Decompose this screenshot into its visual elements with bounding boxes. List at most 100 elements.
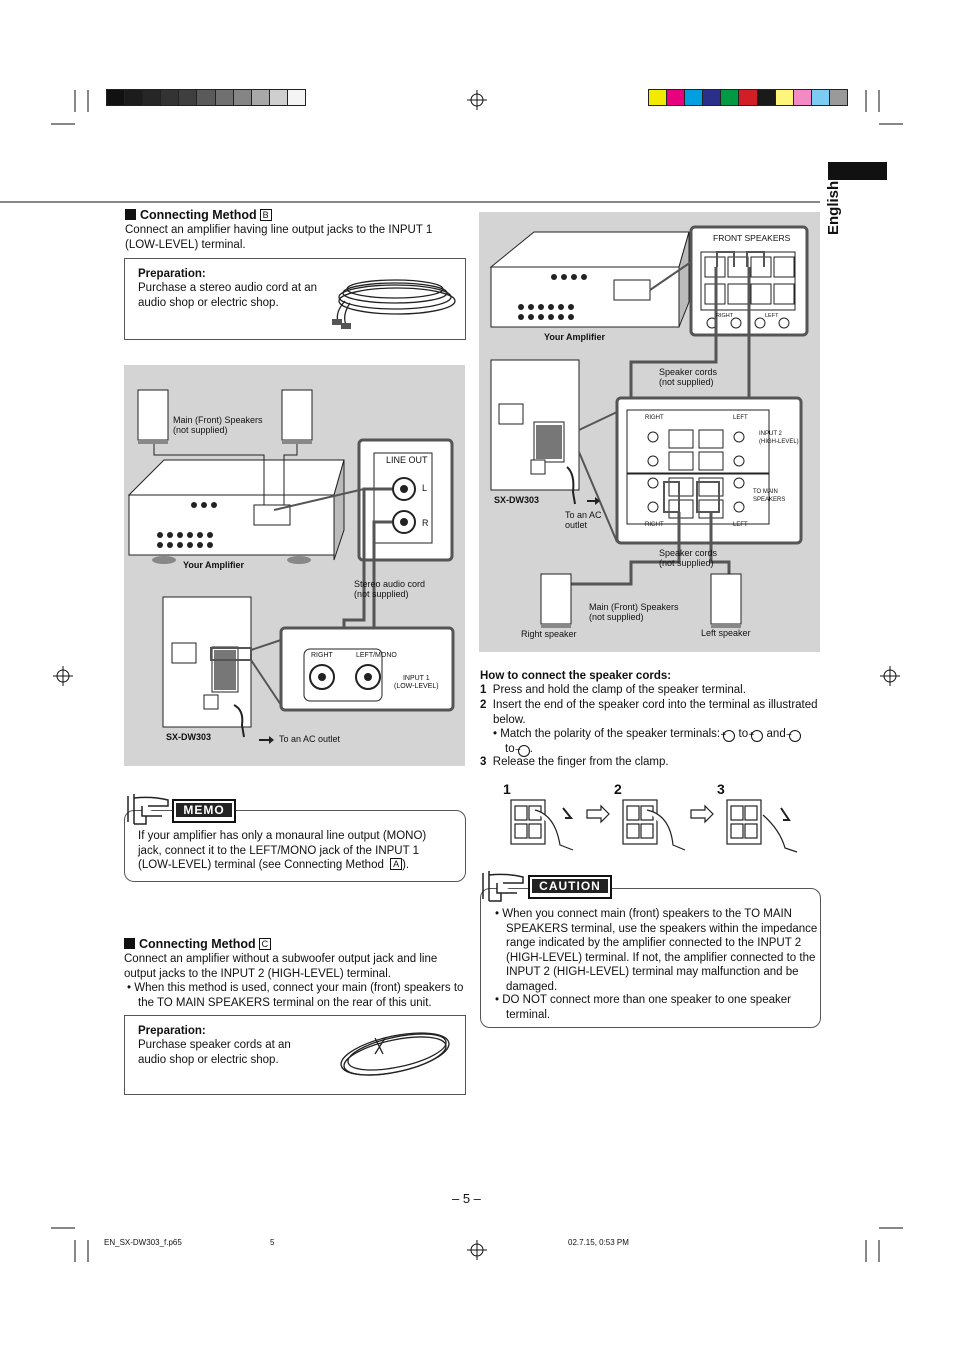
caution-label: CAUTION xyxy=(528,875,612,899)
method-c-letter: C xyxy=(258,938,272,950)
line-out-label: LINE OUT xyxy=(386,455,428,465)
color-swatch xyxy=(738,89,758,106)
method-b-diagram-art xyxy=(127,389,455,744)
how-to-title: How to connect the speaker cords: xyxy=(480,670,672,682)
stereo-cord-label: Stereo audio cord(not supplied) xyxy=(354,579,426,599)
figure-num-1: 1 xyxy=(503,781,511,797)
prep-title: Preparation: xyxy=(138,268,206,280)
color-swatch xyxy=(792,89,812,106)
color-swatch xyxy=(124,89,144,106)
line-out-r-label: R xyxy=(422,518,429,528)
caution-box: • When you connect main (front) speakers… xyxy=(480,888,821,1028)
how-to-step-3: 3 Release the finger from the clamp. xyxy=(480,756,669,768)
heading-square-icon xyxy=(125,209,136,220)
how-to-step-1: 1 Press and hold the clamp of the speake… xyxy=(480,684,746,696)
color-swatch xyxy=(142,89,162,106)
input1-label: INPUT 1(LOW-LEVEL) xyxy=(394,675,439,690)
color-swatch xyxy=(286,89,307,106)
terminal-steps-illustration xyxy=(510,799,798,853)
main-right-label: RIGHT xyxy=(645,522,664,528)
front-speakers-label: FRONT SPEAKERS xyxy=(713,233,791,243)
memo-text: If your amplifier has only a monaural li… xyxy=(138,830,427,871)
color-swatch xyxy=(178,89,198,106)
stereo-cord-icon xyxy=(332,279,456,329)
gray-swatch-bar xyxy=(106,89,307,106)
language-tab-bar xyxy=(828,162,887,180)
heading-square-icon xyxy=(124,938,135,949)
method-b-title: Connecting Method xyxy=(140,208,257,222)
method-b-intro: Connect an amplifier having line output … xyxy=(125,224,433,251)
color-swatch xyxy=(648,89,668,106)
color-swatch xyxy=(756,89,776,106)
figure-num-3: 3 xyxy=(717,781,725,797)
prep-text: Purchase speaker cords at an audio shop … xyxy=(138,1039,291,1066)
footer-timestamp: 02.7.15, 0:53 PM xyxy=(568,1238,629,1247)
input1-left-mono-label: LEFT/MONO xyxy=(356,652,397,659)
method-c-diagram: FRONT SPEAKERS RIGHT LEFT Your Amplifier… xyxy=(479,212,820,652)
page-number: – 5 – xyxy=(452,1191,481,1206)
plus-icon: + xyxy=(720,730,736,742)
color-swatch xyxy=(268,89,288,106)
model-label: SX-DW303 xyxy=(166,732,212,742)
speakers-label: Main (Front) Speakers(not supplied) xyxy=(173,415,263,435)
speaker-cords-label-top: Speaker cords(not supplied) xyxy=(659,367,718,387)
plus-icon: + xyxy=(748,730,764,742)
caution-bullet-2: • DO NOT connect more than one speaker t… xyxy=(495,994,791,1021)
color-swatch xyxy=(702,89,722,106)
method-c-diagram-art xyxy=(489,225,809,628)
memo-hand-icon xyxy=(127,794,169,825)
right-speaker-label: Right speaker xyxy=(521,629,577,639)
footer-file: EN_SX-DW303_f.p65 xyxy=(104,1238,182,1247)
caution-hand-icon xyxy=(482,871,524,902)
method-c-title: Connecting Method xyxy=(139,937,256,951)
color-swatch xyxy=(250,89,270,106)
caution-bullet-1: • When you connect main (front) speakers… xyxy=(495,908,818,993)
how-to-polarity: • Match the polarity of the speaker term… xyxy=(493,727,835,757)
model-label: SX-DW303 xyxy=(494,495,540,505)
footer-page: 5 xyxy=(270,1238,275,1247)
your-amplifier-label: Your Amplifier xyxy=(544,332,606,342)
input1-right-label: RIGHT xyxy=(311,652,333,659)
prep-text: Purchase a stereo audio cord at an audio… xyxy=(138,282,318,309)
color-swatch xyxy=(214,89,234,106)
speaker-cord-icon xyxy=(340,1032,450,1076)
language-tab-label: English xyxy=(825,180,842,235)
color-swatch xyxy=(232,89,252,106)
color-swatch xyxy=(810,89,830,106)
main-speakers-label: Main (Front) Speakers(not supplied) xyxy=(589,602,679,622)
method-c-bullet: • When this method is used, connect your… xyxy=(127,982,464,1009)
method-b-letter: B xyxy=(259,209,272,221)
color-swatch xyxy=(720,89,740,106)
color-swatch xyxy=(196,89,216,106)
color-swatch xyxy=(106,89,126,106)
front-right-label: RIGHT xyxy=(716,313,734,319)
method-b-diagram: Main (Front) Speakers(not supplied) LINE… xyxy=(124,365,465,766)
ac-outlet-label: To an AC outlet xyxy=(279,734,341,744)
method-b-preparation-box: Preparation: Purchase a stereo audio cor… xyxy=(124,258,466,340)
minus-icon: − xyxy=(786,730,801,742)
front-left-label: LEFT xyxy=(765,313,779,319)
memo-box: If your amplifier has only a monaural li… xyxy=(124,810,466,882)
your-amplifier-label: Your Amplifier xyxy=(183,560,245,570)
method-c-intro: Connect an amplifier without a subwoofer… xyxy=(124,953,438,980)
how-to-step-2: 2 Insert the end of the speaker cord int… xyxy=(480,699,818,726)
speaker-cords-label-bottom: Speaker cords(not supplied) xyxy=(659,548,718,568)
color-swatch xyxy=(684,89,704,106)
color-swatch xyxy=(666,89,686,106)
input2-left-label: LEFT xyxy=(733,415,748,421)
color-swatch-bar xyxy=(648,89,849,106)
memo-label: MEMO xyxy=(172,799,236,823)
figure-num-2: 2 xyxy=(614,781,622,797)
input2-right-label: RIGHT xyxy=(645,415,664,421)
left-speaker-label: Left speaker xyxy=(701,628,751,638)
prep-title: Preparation: xyxy=(138,1025,206,1037)
main-left-label: LEFT xyxy=(733,522,748,528)
input2-label: INPUT 2(HIGH-LEVEL) xyxy=(759,431,799,445)
color-swatch xyxy=(160,89,180,106)
memo-letter: A xyxy=(390,858,403,870)
